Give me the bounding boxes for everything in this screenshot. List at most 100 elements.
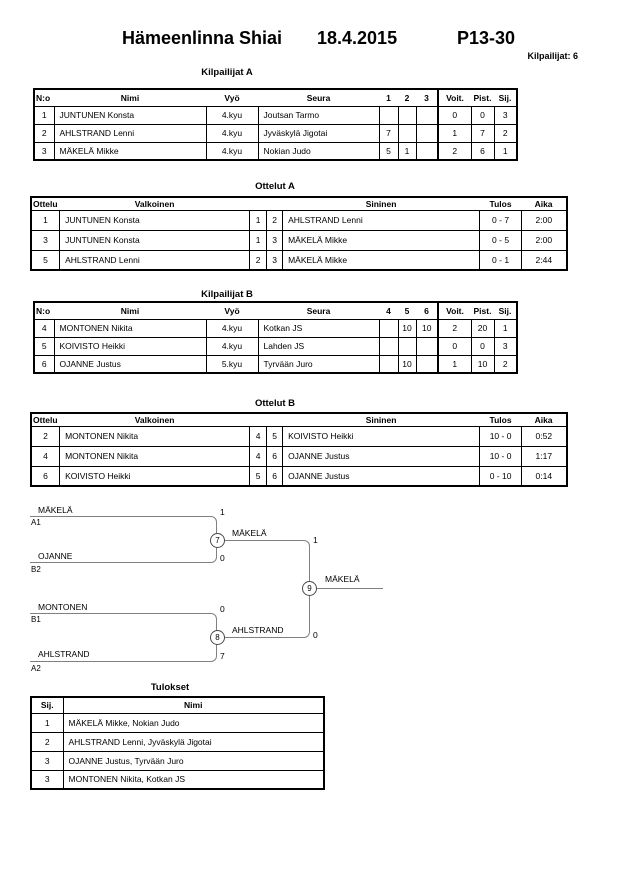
cell-white-no: 5 — [249, 465, 268, 487]
cell-round-2: 1 — [397, 141, 417, 161]
cell-tulos: 10 - 0 — [479, 445, 523, 467]
col-header-round-3: 3 — [416, 89, 438, 107]
cell-ottelu: 2 — [30, 425, 61, 447]
cell-pist: 0 — [470, 336, 495, 356]
col-header-empty — [249, 197, 267, 211]
cell-white-no: 4 — [249, 425, 268, 447]
cell-round-1: 7 — [378, 123, 399, 143]
section-title-kilpailijat-b: Kilpailijat B — [201, 289, 253, 300]
bracket-player-name: AHLSTRAND — [38, 649, 90, 659]
cell-no: 4 — [33, 318, 55, 338]
cell-round-6 — [415, 354, 439, 374]
table-row: 2 AHLSTRAND Lenni 4.kyu Jyväskylä Jigota… — [33, 123, 518, 143]
cell-seura: Kotkan JS — [257, 318, 380, 338]
table-header-row: Ottelu Valkoinen Sininen Tulos Aika — [31, 413, 567, 427]
page-title-category: P13-30 — [457, 28, 516, 48]
cell-aika: 2:00 — [521, 229, 568, 251]
cell-round-3 — [415, 141, 439, 161]
cell-pist: 7 — [470, 123, 495, 143]
cell-round-3 — [415, 123, 439, 143]
cell-round-5: 10 — [397, 318, 417, 338]
cell-no: 1 — [33, 105, 55, 125]
col-header-round-2: 2 — [398, 89, 416, 107]
cell-round-1 — [378, 105, 399, 125]
table-header-row: N:o Nimi Vyö Seura 4 5 6 Voit. Pist. Sij… — [34, 302, 517, 320]
cell-nimi: KOIVISTO Heikki — [53, 336, 207, 356]
cell-white-no: 4 — [249, 445, 268, 467]
cell-pist: 6 — [470, 141, 495, 161]
competitor-count-label: Kilpailijat: 6 — [527, 51, 578, 61]
col-header-no: N:o — [34, 89, 54, 107]
ottelut-b-table: Ottelu Valkoinen Sininen Tulos Aika 2 MO… — [30, 412, 568, 487]
cell-nimi: AHLSTRAND Lenni — [53, 123, 207, 143]
cell-vyo: 4.kyu — [205, 318, 259, 338]
cell-round-5 — [397, 336, 417, 356]
cell-sininen: AHLSTRAND Lenni — [282, 209, 481, 231]
cell-blue-no: 6 — [266, 465, 284, 487]
col-header-nimi: Nimi — [54, 89, 206, 107]
table-row: 4 MONTONEN Nikita 4 6 OJANNE Justus 10 -… — [30, 445, 568, 467]
kilpailijat-b-table: N:o Nimi Vyö Seura 4 5 6 Voit. Pist. Sij… — [33, 301, 518, 374]
col-header-empty — [249, 413, 267, 427]
cell-seura: Jyväskylä Jigotai — [257, 123, 380, 143]
cell-voit: 1 — [437, 123, 472, 143]
col-header-sij: Sij. — [494, 89, 517, 107]
tulokset-table: Sij. Nimi 1 MÄKELÄ Mikke, Nokian Judo 2 … — [30, 696, 325, 790]
cell-seura: Joutsan Tarmo — [257, 105, 380, 125]
cell-ottelu: 6 — [30, 465, 61, 487]
col-header-round-6: 6 — [416, 302, 438, 320]
cell-round-6 — [415, 336, 439, 356]
cell-sij: 2 — [493, 354, 518, 374]
table-header: N:o Nimi Vyö Seura 1 2 3 Voit. Pist. Sij… — [34, 89, 517, 107]
bracket-winner-line — [310, 588, 383, 589]
bracket-score: 7 — [220, 651, 225, 661]
cell-white-no: 2 — [249, 249, 268, 271]
bracket-player-name: MÄKELÄ — [38, 505, 73, 515]
cell-round-1: 5 — [378, 141, 399, 161]
cell-aika: 1:17 — [521, 445, 568, 467]
col-header-tulos: Tulos — [479, 413, 522, 427]
col-header-valkoinen: Valkoinen — [59, 413, 250, 427]
col-header-ottelu: Ottelu — [31, 197, 60, 211]
col-header-tulos: Tulos — [479, 197, 522, 211]
cell-white-no: 1 — [249, 229, 268, 251]
col-header-sininen: Sininen — [282, 197, 480, 211]
cell-tulos: 10 - 0 — [479, 425, 523, 447]
table-row: 6 KOIVISTO Heikki 5 6 OJANNE Justus 0 - … — [30, 465, 568, 487]
table-header-row: Ottelu Valkoinen Sininen Tulos Aika — [31, 197, 567, 211]
col-header-pist: Pist. — [471, 89, 494, 107]
cell-tulos: 0 - 1 — [479, 249, 523, 271]
cell-sij: 3 — [30, 769, 64, 790]
table-row: 1 MÄKELÄ Mikke, Nokian Judo — [30, 712, 325, 733]
bracket-score: 1 — [313, 535, 318, 545]
cell-round-3 — [415, 105, 439, 125]
ottelut-a-table: Ottelu Valkoinen Sininen Tulos Aika 1 JU… — [30, 196, 568, 271]
cell-sij: 3 — [493, 105, 518, 125]
table-row: 3 MONTONEN Nikita, Kotkan JS — [30, 769, 325, 790]
cell-tulos: 0 - 7 — [479, 209, 523, 231]
cell-sininen: OJANNE Justus — [282, 445, 481, 467]
page-title-date: 18.4.2015 — [317, 28, 398, 48]
bracket-connector-final-bottom — [217, 588, 310, 638]
cell-tulos: 0 - 5 — [479, 229, 523, 251]
cell-round-4 — [378, 318, 399, 338]
cell-voit: 0 — [437, 105, 472, 125]
bracket-match-number: 8 — [210, 630, 225, 645]
table-row: 3 JUNTUNEN Konsta 1 3 MÄKELÄ Mikke 0 - 5… — [30, 229, 568, 251]
cell-sij: 2 — [493, 123, 518, 143]
cell-no: 5 — [33, 336, 55, 356]
cell-vyo: 4.kyu — [205, 123, 259, 143]
bracket-score: 0 — [220, 553, 225, 563]
col-header-sij: Sij. — [494, 302, 517, 320]
table-row: 2 AHLSTRAND Lenni, Jyväskylä Jigotai — [30, 731, 325, 752]
kilpailijat-a-table: N:o Nimi Vyö Seura 1 2 3 Voit. Pist. Sij… — [33, 88, 518, 161]
col-header-vyo: Vyö — [206, 89, 258, 107]
table-row: 2 MONTONEN Nikita 4 5 KOIVISTO Heikki 10… — [30, 425, 568, 447]
cell-nimi: AHLSTRAND Lenni, Jyväskylä Jigotai — [62, 731, 325, 752]
cell-round-4 — [378, 354, 399, 374]
col-header-aika: Aika — [521, 413, 567, 427]
cell-no: 6 — [33, 354, 55, 374]
bracket-player-name: MONTONEN — [38, 602, 88, 612]
cell-vyo: 4.kyu — [205, 336, 259, 356]
